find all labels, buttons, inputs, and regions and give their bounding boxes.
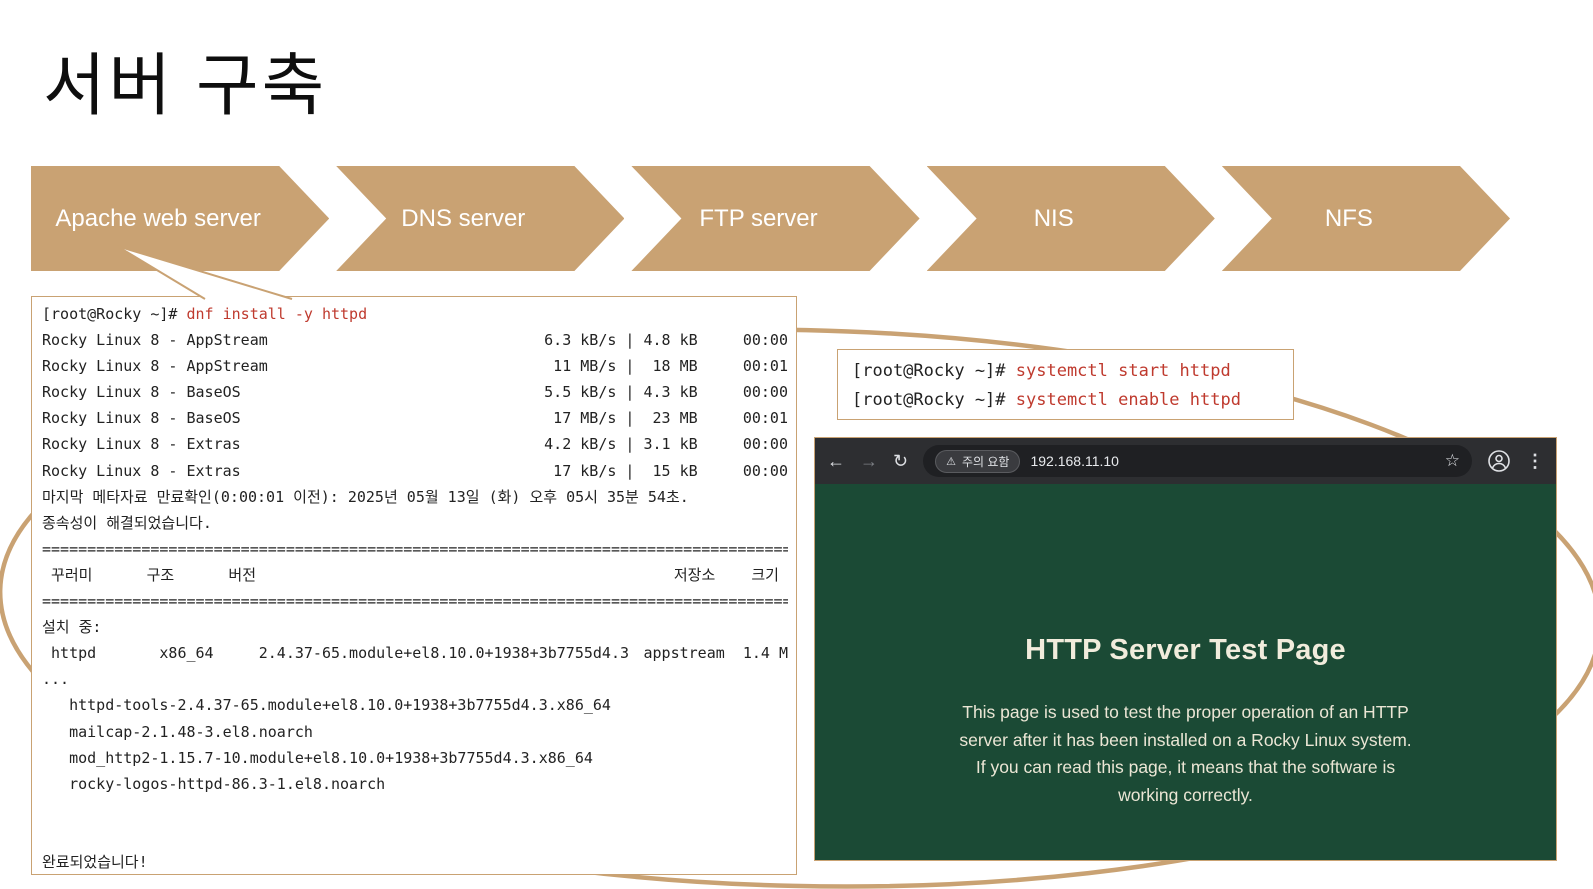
chevron-ftp-server: FTP server [631, 166, 919, 271]
back-icon[interactable]: ← [827, 451, 845, 471]
security-warning-badge[interactable]: ⚠ 주의 요함 [935, 449, 1021, 473]
separator-line: ========================================… [42, 592, 788, 611]
chevron-nfs: NFS [1222, 166, 1510, 271]
chevron-label: NFS [1324, 204, 1373, 232]
repo-line: Rocky Linux 8 - AppStream 11 MB/s | 18 M… [42, 357, 788, 376]
reload-icon[interactable]: ↻ [893, 451, 909, 471]
metadata-expire-line: 마지막 메타자료 만료확인(0:00:01 이전): 2025년 05월 13일… [42, 487, 689, 506]
repo-line: Rocky Linux 8 - Extras 17 kB/s | 15 kB 0… [42, 461, 788, 480]
process-chevrons: Apache web server DNS server FTP server … [31, 166, 1510, 271]
menu-dots-icon[interactable]: ⋮ [1526, 450, 1544, 471]
blank-line [42, 797, 788, 823]
separator-line: ========================================… [42, 539, 788, 558]
package-row-httpd: httpd x86_64 2.4.37-65.module+el8.10.0+1… [42, 644, 788, 663]
forward-icon[interactable]: → [860, 451, 878, 471]
systemctl-start-line: [root@Rocky ~]# systemctl start httpd [852, 357, 1293, 386]
repo-line: Rocky Linux 8 - BaseOS 17 MB/s | 23 MB 0… [42, 409, 788, 428]
page-title: 서버 구축 [43, 48, 328, 124]
dependency-package: httpd-tools-2.4.37-65.module+el8.10.0+19… [42, 696, 611, 715]
chevron-nis: NIS [927, 166, 1215, 271]
profile-avatar-icon[interactable] [1487, 449, 1511, 473]
dependencies-resolved-line: 종속성이 해결되었습니다. [42, 513, 212, 532]
chevron-dns-server: DNS server [336, 166, 624, 271]
chevron-apache-web-server: Apache web server [31, 166, 329, 271]
shell-prompt: [root@Rocky ~]# [852, 361, 1016, 381]
shell-prompt: [root@Rocky ~]# [42, 305, 187, 323]
ellipsis-line: ... [42, 670, 70, 689]
test-page-heading: HTTP Server Test Page [1025, 634, 1346, 666]
dependency-package: mod_http2-1.15.7-10.module+el8.10.0+1938… [42, 748, 593, 767]
systemctl-enable-line: [root@Rocky ~]# systemctl enable httpd [852, 386, 1293, 415]
warning-icon: ⚠ [946, 455, 956, 468]
complete-line: 완료되었습니다! [42, 852, 148, 871]
terminal-command-line: [root@Rocky ~]# dnf install -y httpd [42, 301, 788, 327]
browser-toolbar: ← → ↻ ⚠ 주의 요함 192.168.11.10 ☆ ⋮ [815, 438, 1556, 484]
url-text[interactable]: 192.168.11.10 [1030, 453, 1119, 469]
chevron-label: Apache web server [55, 204, 261, 232]
dnf-install-command: dnf install -y httpd [186, 305, 368, 323]
dependency-package: mailcap-2.1.48-3.el8.noarch [42, 722, 313, 741]
warning-badge-label: 주의 요함 [961, 454, 1010, 469]
systemctl-enable-command: systemctl enable httpd [1015, 390, 1241, 410]
systemctl-start-command: systemctl start httpd [1015, 361, 1231, 381]
http-test-page: HTTP Server Test Page This page is used … [815, 484, 1556, 860]
chevron-label: NIS [1033, 204, 1074, 232]
systemctl-commands-box: [root@Rocky ~]# systemctl start httpd [r… [837, 349, 1294, 420]
browser-window: ← → ↻ ⚠ 주의 요함 192.168.11.10 ☆ ⋮ HTTP Serv… [814, 437, 1557, 861]
test-page-body: This page is used to test the proper ope… [959, 702, 1412, 805]
bookmark-star-icon[interactable]: ☆ [1444, 451, 1460, 470]
chevron-label: FTP server [699, 204, 818, 232]
dependency-package: rocky-logos-httpd-86.3-1.el8.noarch [42, 774, 386, 793]
installing-label: 설치 중: [42, 618, 102, 637]
chevron-label: DNS server [401, 204, 526, 232]
address-bar[interactable]: ⚠ 주의 요함 192.168.11.10 ☆ [923, 445, 1472, 477]
blank-line [42, 823, 788, 849]
shell-prompt: [root@Rocky ~]# [852, 390, 1016, 410]
terminal-output-box: [root@Rocky ~]# dnf install -y httpd Roc… [31, 296, 797, 875]
